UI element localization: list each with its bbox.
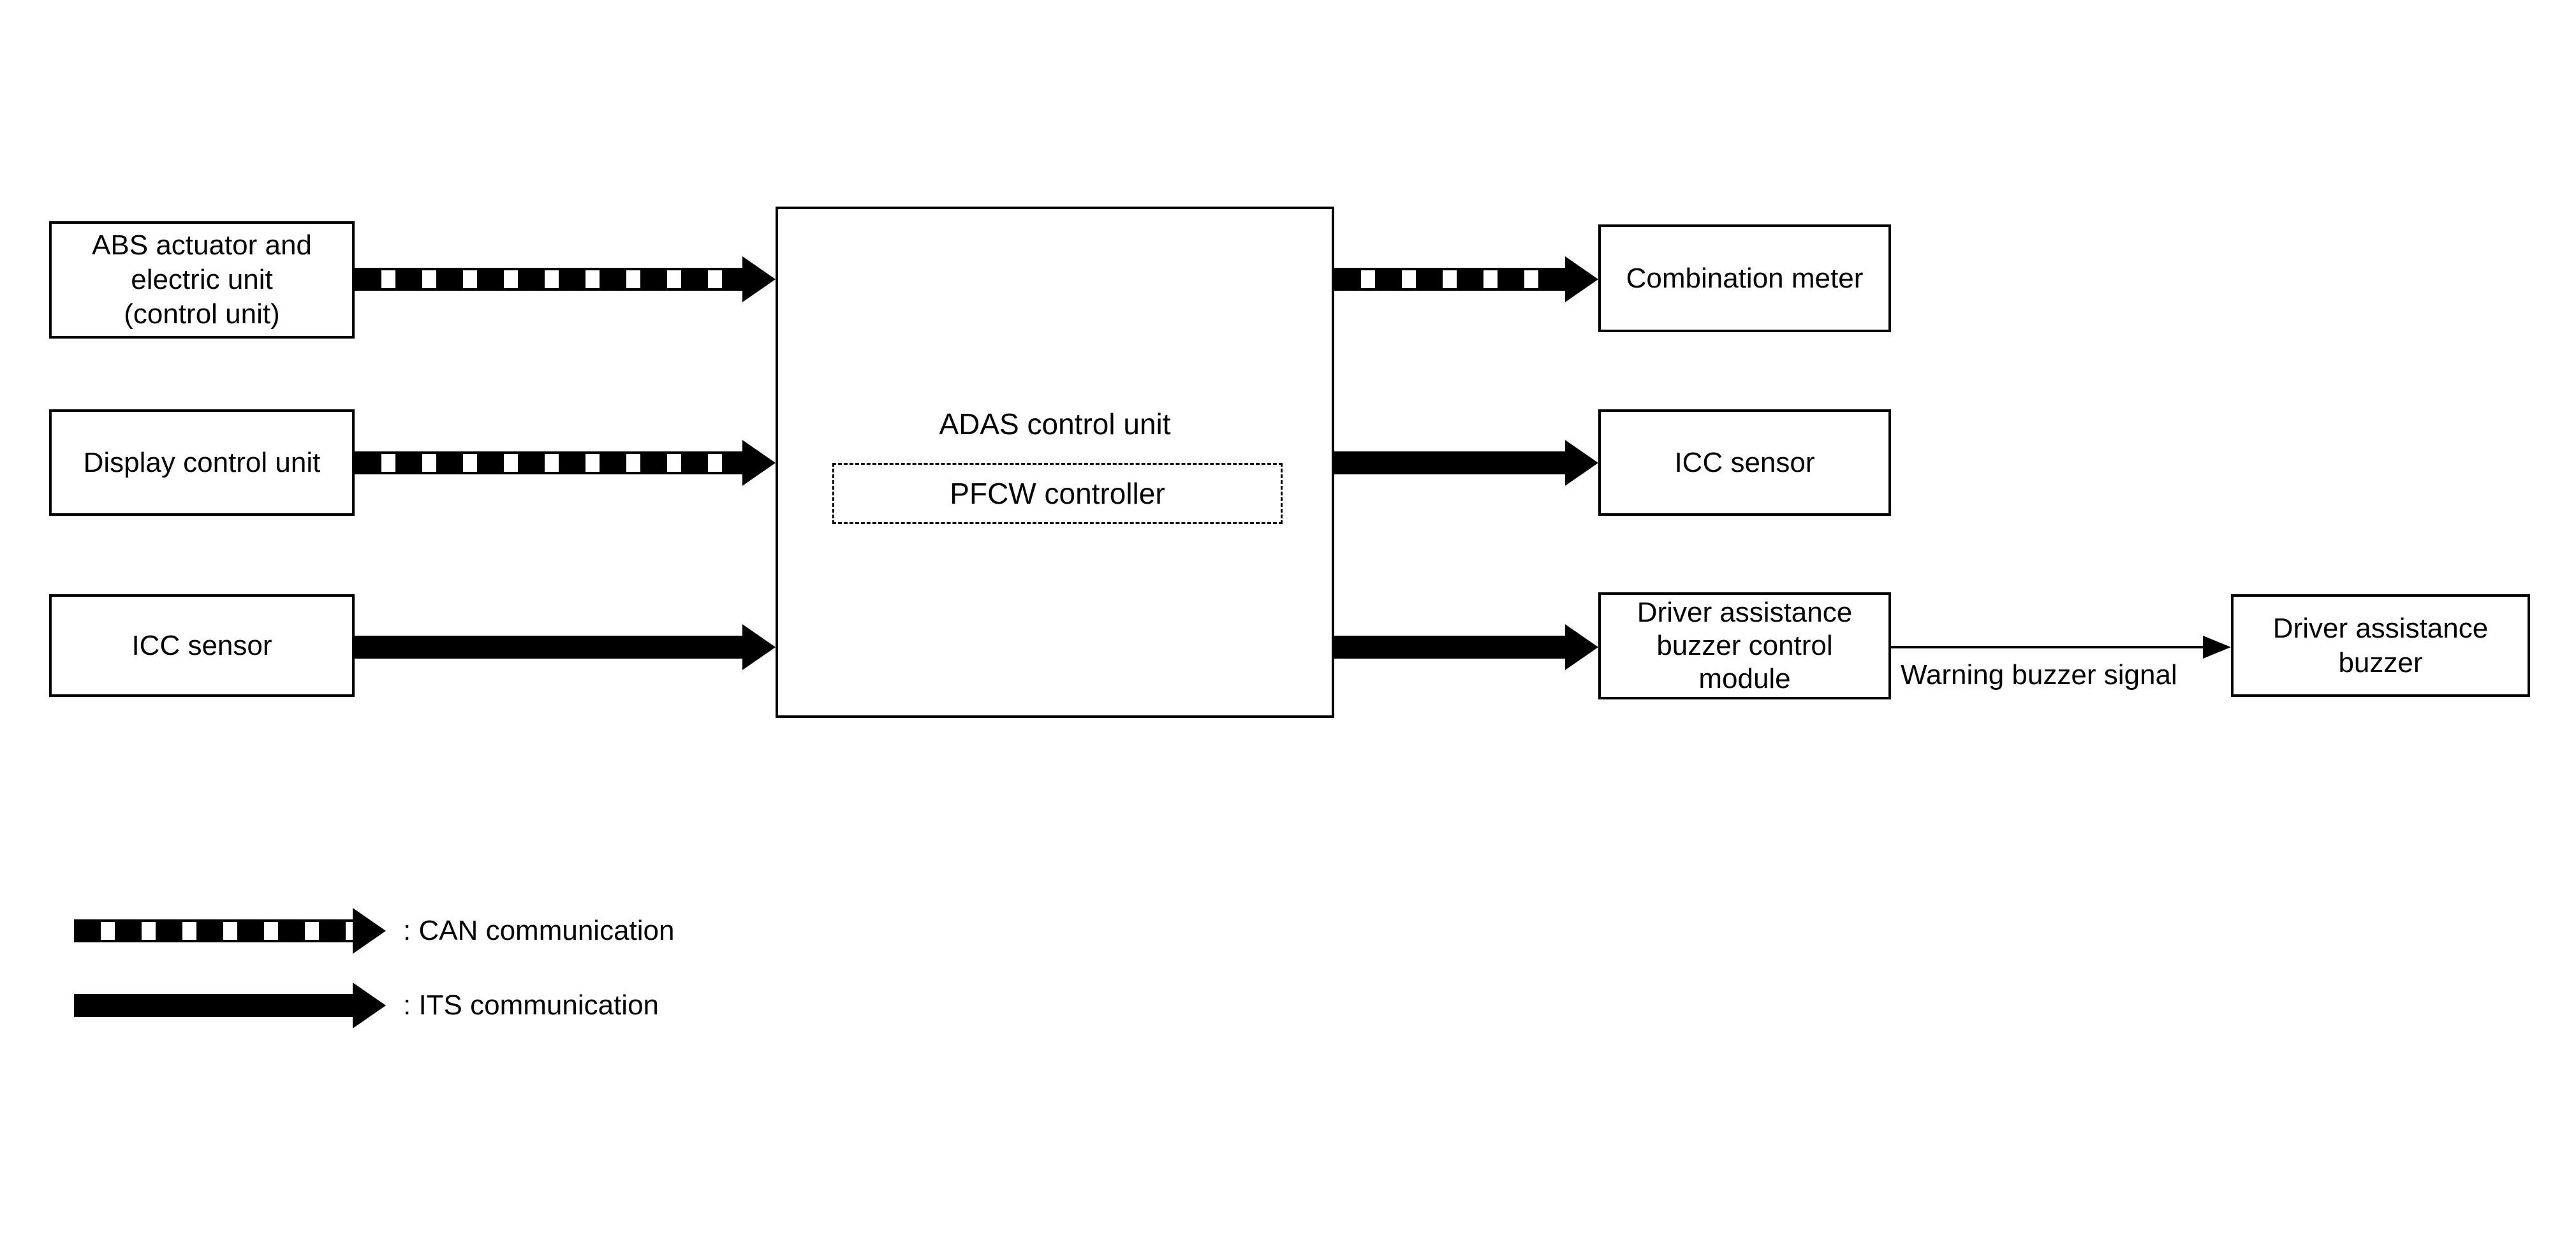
abs-actuator-box: ABS actuator and electric unit (control … [49,221,355,339]
can-arrow-shaft [1334,268,1565,291]
its-arrow-shaft [74,994,353,1017]
arrowhead-icon [742,624,776,670]
legend-can-label: : CAN communication [403,915,675,946]
display-control-unit-label: Display control unit [83,446,321,478]
display-control-unit-box: Display control unit [49,409,355,516]
legend-its-label: : ITS communication [403,990,659,1021]
icc-sensor-right-box: ICC sensor [1598,409,1891,516]
its-arrow-shaft [1334,451,1565,474]
its-arrow-shaft [355,636,742,659]
arrowhead-icon [742,256,776,302]
adas-control-unit-label: ADAS control unit [939,407,1171,441]
arrowhead-icon [742,440,776,486]
driver-assistance-buzzer-label: Driver assistance buzzer [2272,612,2489,678]
arrowhead-icon [1565,256,1598,302]
can-arrow-shaft [74,919,353,942]
buzzer-control-module-box: Driver assistance buzzer control module [1598,592,1891,699]
arrowhead-icon [353,908,386,954]
pfcw-controller-box: PFCW controller [832,463,1283,524]
its-arrow-shaft [1334,636,1565,659]
combination-meter-box: Combination meter [1598,224,1891,332]
combination-meter-label: Combination meter [1626,262,1864,294]
icc-sensor-left-label: ICC sensor [131,629,272,661]
can-arrow-shaft [355,451,742,474]
arrowhead-icon [353,983,386,1028]
warning-buzzer-signal-label: Warning buzzer signal [1901,659,2177,691]
buzzer-control-module-label: Driver assistance buzzer control module [1637,597,1853,694]
icc-sensor-right-label: ICC sensor [1674,446,1815,478]
driver-assistance-buzzer-box: Driver assistance buzzer [2231,594,2530,697]
arrowhead-icon [2203,636,2231,659]
adas-control-unit-box: ADAS control unit PFCW controller [776,207,1334,718]
arrowhead-icon [1565,440,1598,486]
signal-arrow-shaft [1891,646,2203,648]
arrowhead-icon [1565,624,1598,670]
abs-actuator-label: ABS actuator and electric unit (control … [92,230,312,330]
pfcw-controller-label: PFCW controller [950,476,1165,510]
can-arrow-shaft [355,268,742,291]
icc-sensor-left-box: ICC sensor [49,594,355,697]
